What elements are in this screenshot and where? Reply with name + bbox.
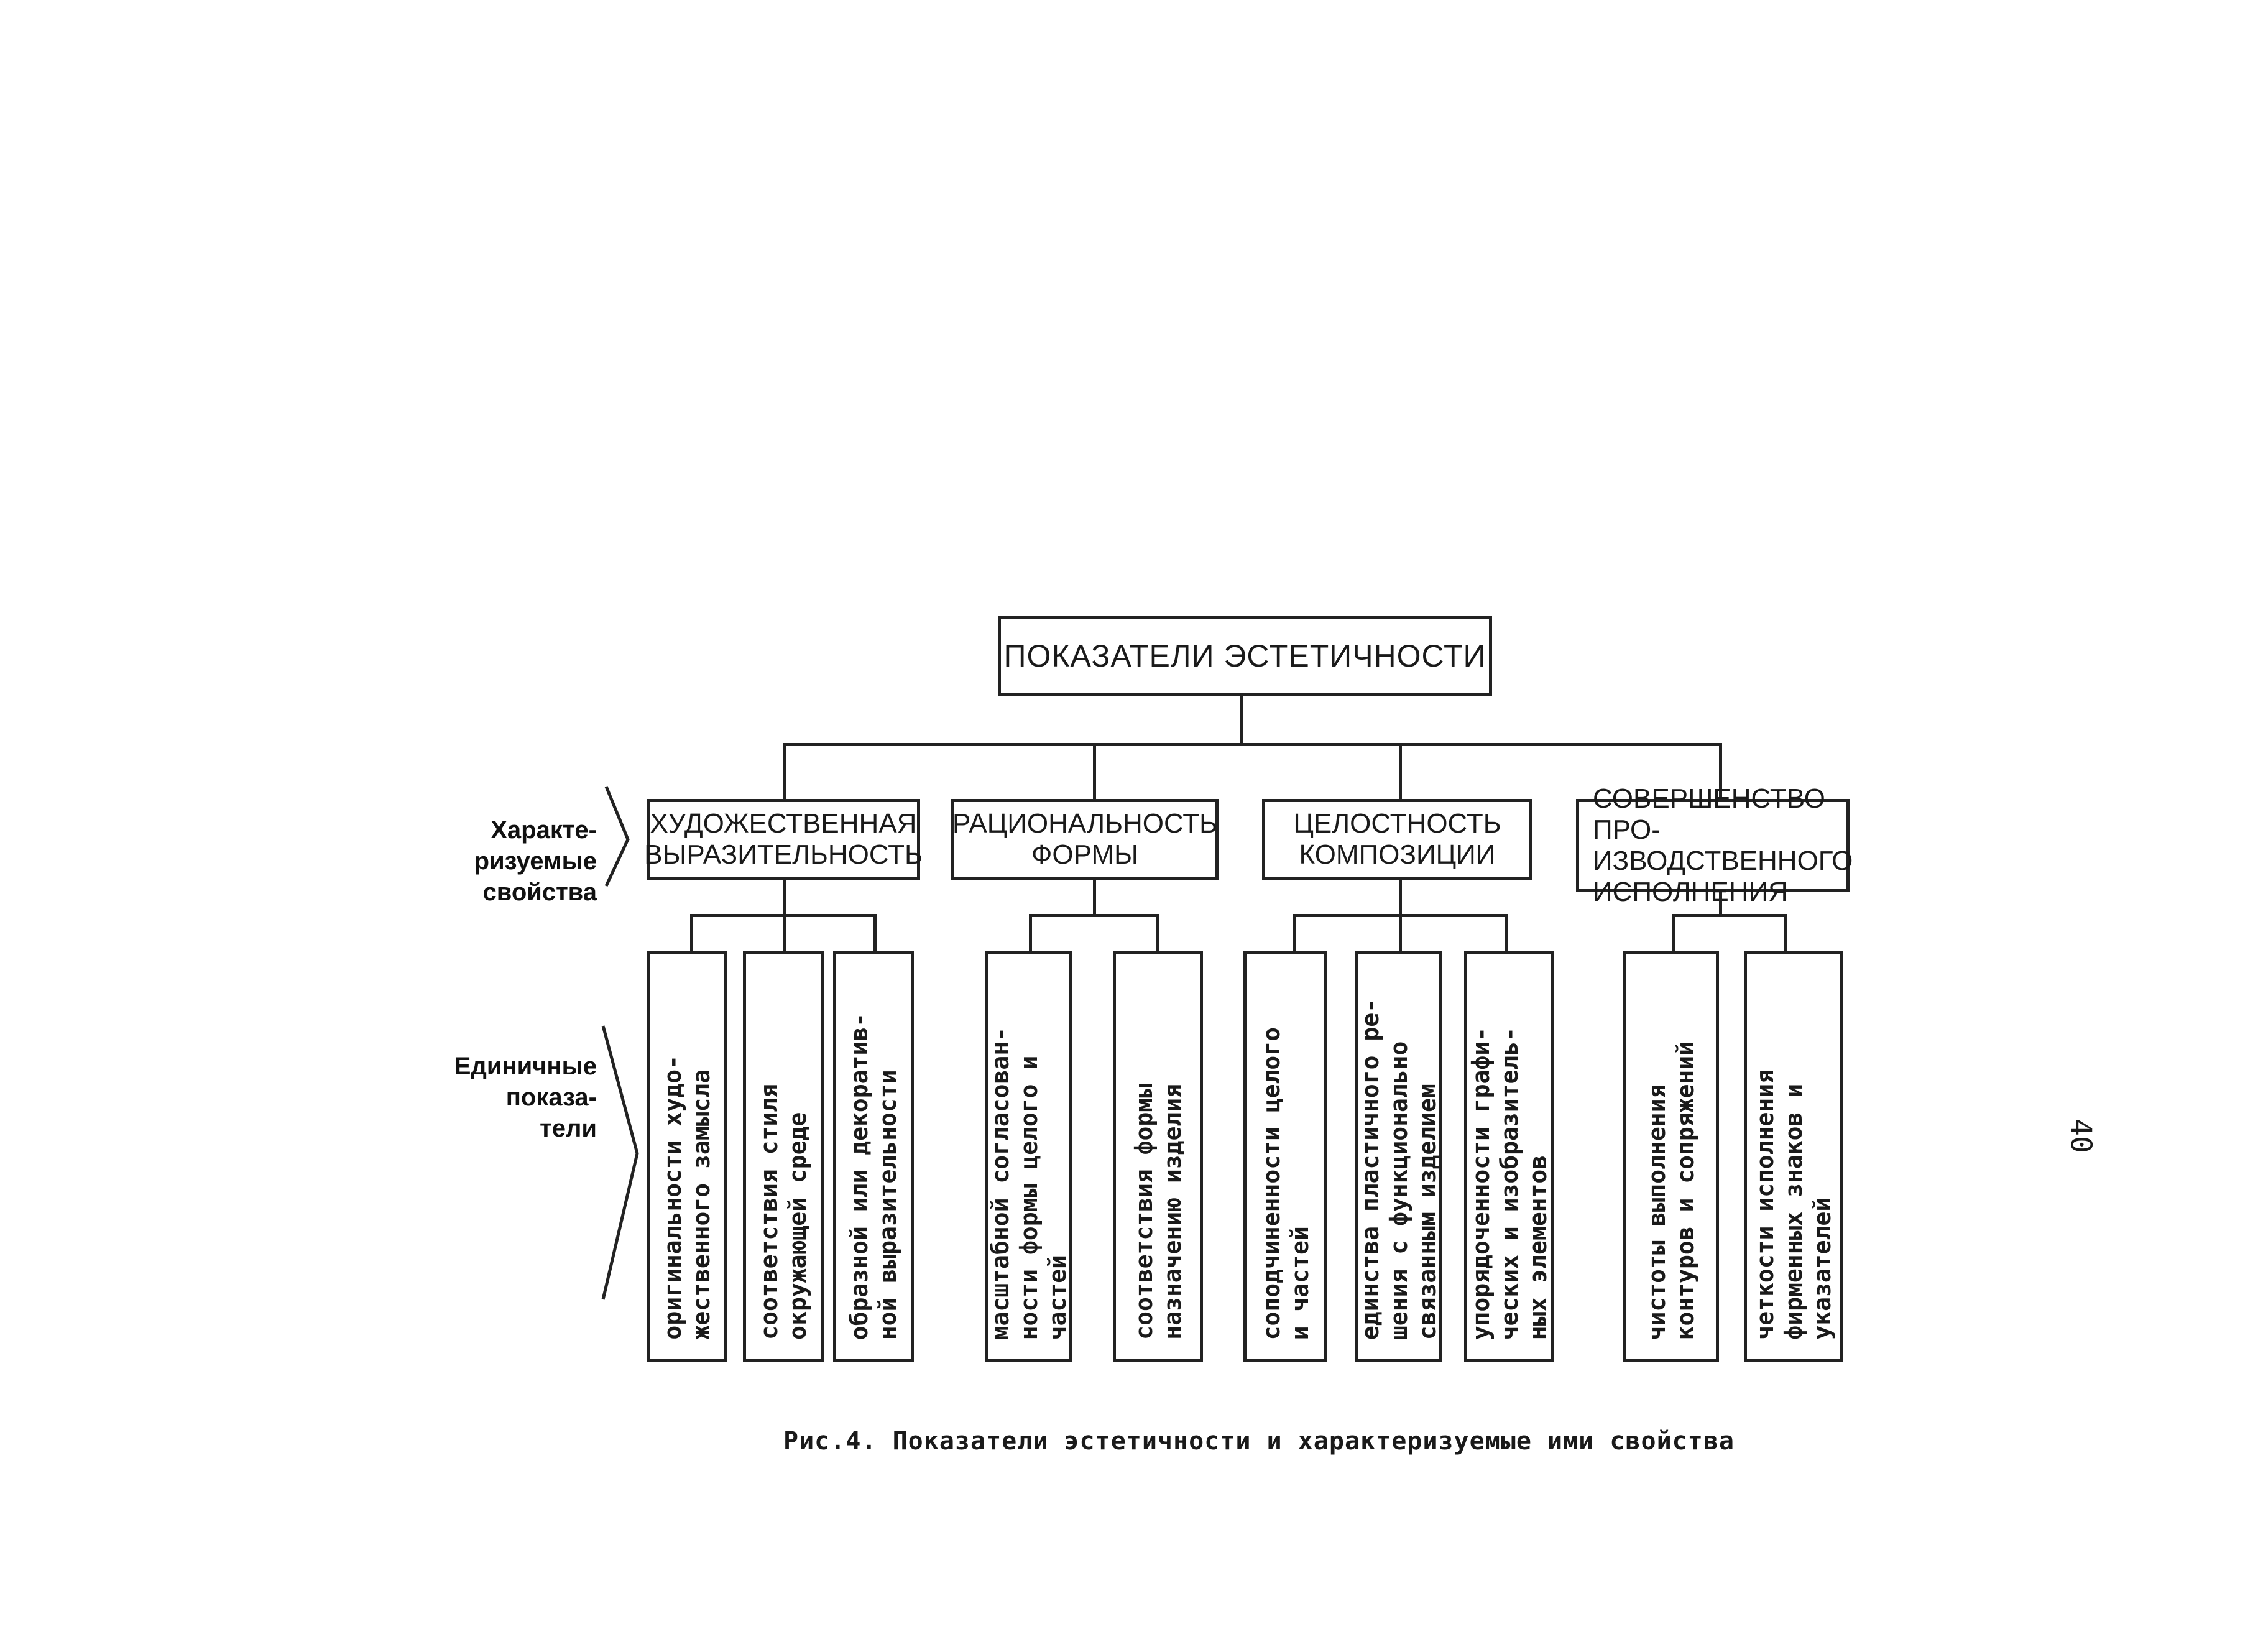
- g2-bus: [1029, 914, 1159, 917]
- g3-drop-1: [1293, 914, 1296, 953]
- label-unit-indicators: Единичные показа- тели: [454, 1053, 597, 1142]
- g3-drop-3: [1505, 914, 1508, 953]
- page-number: 40: [2064, 1119, 2098, 1153]
- g4-bus: [1672, 914, 1787, 917]
- g1-stem: [783, 880, 786, 915]
- leaf-figurative-expressiveness: образной или декоратив- ной выразительно…: [833, 951, 914, 1362]
- g3-drop-2: [1399, 914, 1402, 953]
- g4-drop-2: [1784, 914, 1787, 953]
- g4-stem: [1719, 892, 1722, 915]
- leaf-brand-marks: четкости исполнения фирменных знаков и у…: [1744, 951, 1843, 1362]
- g2-drop-2: [1156, 914, 1159, 953]
- leaf-scale-coherence: масштабной согласован- ности формы целог…: [985, 951, 1072, 1362]
- g3-stem: [1399, 880, 1402, 915]
- figure-caption: Рис.4. Показатели эстетичности и характе…: [783, 1427, 1735, 1456]
- leaf-graphic-order: упорядоченности графи- ческих и изобрази…: [1464, 951, 1554, 1362]
- leaf-originality: оригинальности худо- жественного замысла: [647, 951, 727, 1362]
- category-form-rationality: РАЦИОНАЛЬНОСТЬ ФОРМЫ: [951, 799, 1219, 880]
- properties-bracket-icon: [604, 786, 630, 887]
- g1-drop-3: [873, 914, 877, 953]
- root-box: ПОКАЗАТЕЛИ ЭСТЕТИЧНОСТИ: [998, 616, 1492, 696]
- leaf-form-purpose: соответствия формы назначению изделия: [1113, 951, 1203, 1362]
- leaf-subordination: соподчиненности целого и частей: [1243, 951, 1327, 1362]
- root-bus: [783, 743, 1722, 746]
- category-production-perfection: СОВЕРШЕНСТВО ПРО- ИЗВОДСТВЕННОГО ИСПОЛНЕ…: [1576, 783, 1853, 907]
- root-stem: [1240, 696, 1243, 745]
- g1-drop-1: [690, 914, 693, 953]
- g4-drop-1: [1672, 914, 1675, 953]
- root-label: ПОКАЗАТЕЛИ ЭСТЕТИЧНОСТИ: [1003, 639, 1486, 673]
- g1-drop-2: [783, 914, 786, 953]
- leaf-style-conformity: соответствия стиля окружающей среде: [743, 951, 824, 1362]
- cat-drop-4: [1719, 743, 1722, 799]
- cat-drop-3: [1399, 743, 1402, 799]
- leaf-plastic-unity: единства пластичного ре- шения с функцио…: [1355, 951, 1442, 1362]
- label-characterized-properties: Характе- ризуемые свойства: [474, 816, 597, 906]
- leaf-contour-cleanliness: чистоты выполнения контуров и сопряжений: [1623, 951, 1719, 1362]
- category-composition-integrity: ЦЕЛОСТНОСТЬ КОМПОЗИЦИИ: [1262, 799, 1532, 880]
- g2-drop-1: [1029, 914, 1032, 953]
- cat-drop-2: [1093, 743, 1096, 799]
- cat-drop-1: [783, 743, 786, 799]
- g2-stem: [1093, 880, 1096, 915]
- indicators-bracket-icon: [601, 1025, 639, 1300]
- category-artistic-expressiveness: ХУДОЖЕСТВЕННАЯ ВЫРАЗИТЕЛЬНОСТЬ: [644, 799, 923, 880]
